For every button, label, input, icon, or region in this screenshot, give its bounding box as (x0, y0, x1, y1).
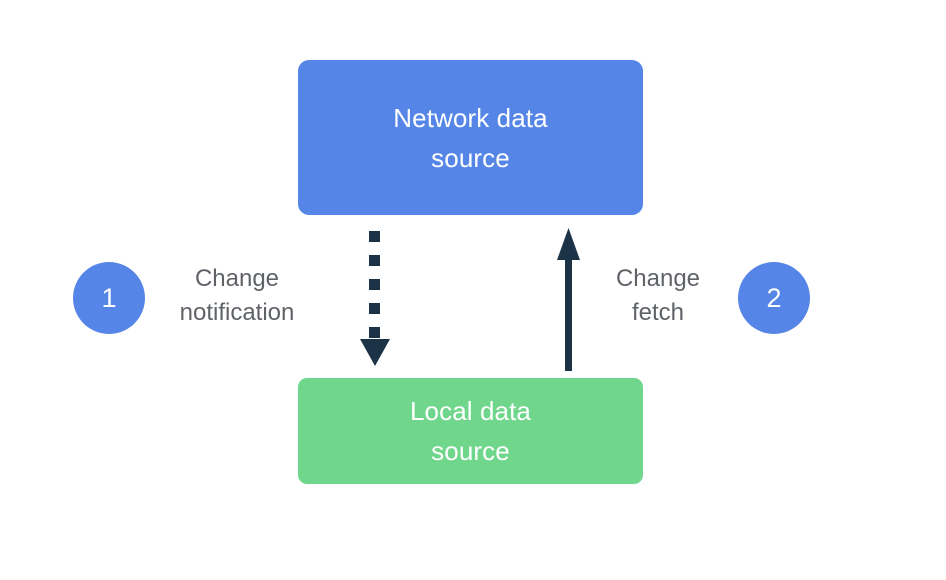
edge-caption-change-fetch: Change fetch (598, 262, 718, 330)
node-local-data-source: Local data source (298, 378, 643, 484)
dotted-arrow-head-down-icon (360, 339, 390, 366)
node-local-data-source-line1: Local data (410, 396, 531, 426)
node-network-data-source-label: Network data source (356, 98, 586, 178)
edge-caption-change-notification-line1: Change (194, 265, 280, 292)
node-local-data-source-line2: source (431, 436, 510, 466)
edge-caption-change-fetch-line1: Change (615, 265, 701, 292)
solid-arrow-head-up-icon (557, 228, 580, 260)
node-network-data-source-line2: source (431, 142, 510, 173)
dotted-arrow-dot (369, 327, 380, 338)
dotted-arrow-dot (369, 279, 380, 290)
step-badge-1-number: 1 (101, 282, 117, 313)
step-badge-2: 2 (738, 262, 810, 334)
node-network-data-source-line1: Network data (393, 102, 548, 133)
solid-arrow-shaft (565, 256, 572, 371)
arrow-change-fetch-up (557, 228, 580, 371)
dotted-arrow-dot (369, 303, 380, 314)
edge-caption-change-notification-line2: notification (179, 299, 295, 326)
step-badge-2-number: 2 (766, 282, 782, 313)
step-badge-1: 1 (73, 262, 145, 334)
edge-caption-change-fetch-line2: fetch (631, 299, 685, 326)
node-network-data-source: Network data source (298, 60, 643, 215)
arrow-change-notification-down (360, 231, 390, 366)
edge-caption-change-notification: Change notification (157, 262, 317, 330)
dotted-arrow-dot (369, 255, 380, 266)
node-local-data-source-label: Local data source (356, 391, 586, 471)
dotted-arrow-dot (369, 231, 380, 242)
